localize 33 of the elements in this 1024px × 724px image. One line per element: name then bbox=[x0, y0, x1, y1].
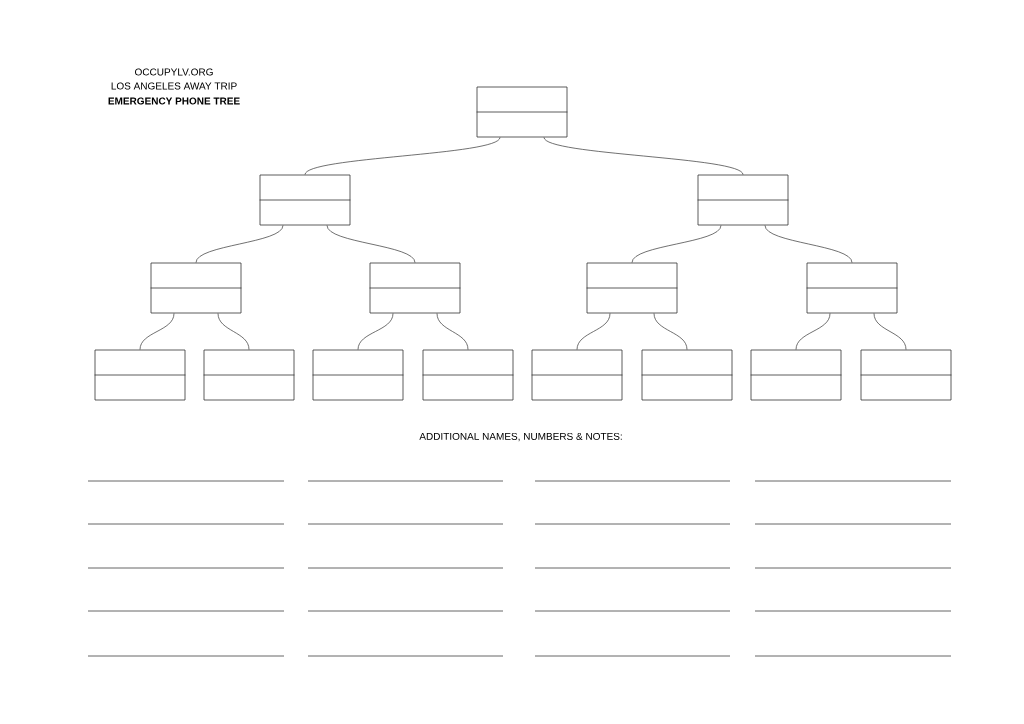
connector-line bbox=[139, 313, 175, 350]
connector-line bbox=[764, 225, 853, 263]
name-box bbox=[806, 262, 898, 314]
name-box bbox=[697, 174, 789, 226]
connector-line bbox=[543, 137, 744, 175]
connector-line bbox=[326, 225, 416, 263]
connector-line bbox=[304, 137, 501, 175]
connector-line bbox=[217, 313, 250, 350]
name-box bbox=[750, 349, 842, 401]
name-box bbox=[476, 86, 568, 138]
name-box bbox=[94, 349, 186, 401]
connector-line bbox=[436, 313, 469, 350]
connector-line bbox=[873, 313, 907, 350]
header-text: LOS ANGELES AWAY TRIP bbox=[111, 82, 237, 90]
name-box bbox=[203, 349, 295, 401]
name-box bbox=[586, 262, 678, 314]
connector-line bbox=[653, 313, 688, 350]
name-box bbox=[312, 349, 404, 401]
name-box bbox=[860, 349, 952, 401]
name-box bbox=[531, 349, 623, 401]
connector-line bbox=[795, 313, 831, 350]
connector-line bbox=[195, 225, 284, 263]
header-text: EMERGENCY PHONE TREE bbox=[108, 97, 240, 105]
connector-line bbox=[576, 313, 611, 350]
name-box bbox=[150, 262, 242, 314]
connector-line bbox=[357, 313, 394, 350]
name-box bbox=[641, 349, 733, 401]
name-box bbox=[422, 349, 514, 401]
section-heading: ADDITIONAL NAMES, NUMBERS & NOTES: bbox=[419, 432, 622, 442]
connector-line bbox=[631, 225, 722, 263]
name-box bbox=[369, 262, 461, 314]
name-box bbox=[259, 174, 351, 226]
header-text: OCCUPYLV.ORG bbox=[135, 68, 213, 76]
